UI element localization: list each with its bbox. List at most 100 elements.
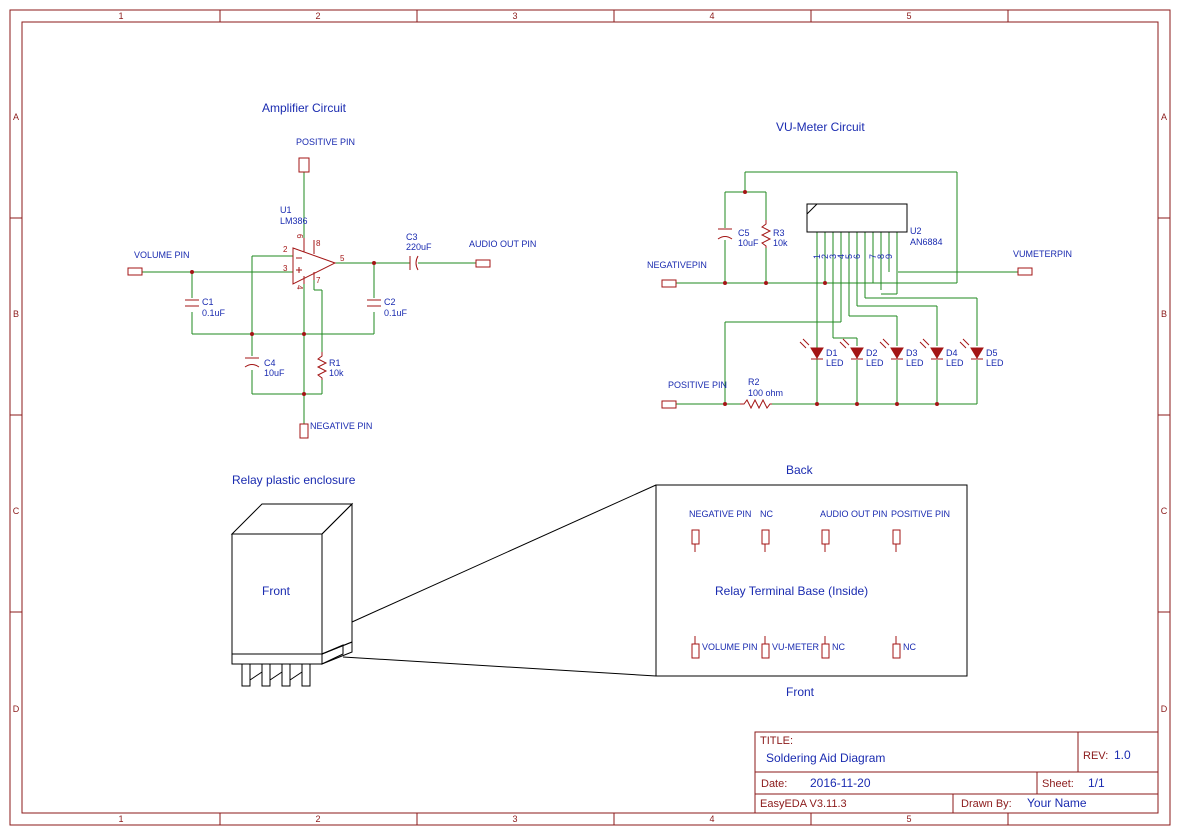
title-label: TITLE: [760,735,793,747]
positive-pin-label: POSITIVE PIN [296,137,355,147]
pin-number: 4 [295,285,304,290]
ic-pin-number: 9 [884,254,894,259]
svg-text:D5: D5 [986,348,998,358]
drawn-by-label: Drawn By: [961,798,1012,810]
top-pin-label: POSITIVE PIN [891,509,950,519]
u1-ref: U1 [280,205,292,215]
negative-pin-connector [661,279,677,288]
c2-ref: C2 [384,297,396,307]
c3-value: 220uF [406,242,432,252]
top-pin-label: NEGATIVE PIN [689,509,751,519]
negative-pin-label: NEGATIVEPIN [647,260,707,270]
row-label: B [1161,309,1167,319]
rev-label: REV: [1083,750,1108,762]
bottom-pin-label: NC [832,642,845,652]
c4-value: 10uF [264,368,285,378]
drawing-frame: 1 2 3 4 5 1 2 3 4 5 A B C D A B C D [9,9,1171,826]
led-d3: D3 LED [879,338,924,368]
front-label: Front [786,685,815,699]
row-label: D [1161,704,1168,714]
svg-text:LED: LED [946,358,964,368]
negative-pin-connector [299,423,309,439]
negative-pin-label: NEGATIVE PIN [310,421,372,431]
col-label: 5 [906,11,911,21]
date-label: Date: [761,778,787,790]
ic-pin-number: 7 [868,254,878,259]
date-value: 2016-11-20 [810,776,871,790]
back-label: Back [786,463,814,477]
top-pin-label: AUDIO OUT PIN [820,509,887,519]
svg-text:D1: D1 [826,348,838,358]
col-label: 4 [709,814,714,824]
row-label: D [13,704,20,714]
vumeter-pin-label: VUMETERPIN [1013,249,1072,259]
pin-number: 6 [295,234,304,239]
r3-ref: R3 [773,228,785,238]
audio-out-pin-label: AUDIO OUT PIN [469,239,536,249]
ic-pin-number: 5 [844,254,854,259]
svg-text:D2: D2 [866,348,878,358]
svg-text:LED: LED [906,358,924,368]
c1-value: 0.1uF [202,308,226,318]
vumeter-pin-connector [1017,267,1033,276]
led-d2: D2 LED [839,338,884,368]
title-value: Soldering Aid Diagram [766,751,885,765]
bottom-pin-label: NC [903,642,916,652]
positive-pin-connector [661,400,677,409]
c2-value: 0.1uF [384,308,408,318]
r1-value: 10k [329,368,344,378]
drawn-by-value: Your Name [1027,796,1087,810]
c4-ref: C4 [264,358,276,368]
sheet-label: Sheet: [1042,778,1074,790]
pin-number: 8 [316,239,321,248]
col-label: 3 [512,814,517,824]
svg-text:LED: LED [826,358,844,368]
title-block: TITLE: Soldering Aid Diagram REV: 1.0 Da… [754,731,1159,814]
bottom-pin-label: VU-METER [772,642,820,652]
col-label: 3 [512,11,517,21]
front-face-label: Front [262,584,291,598]
tool-version: EasyEDA V3.11.3 [760,798,847,810]
ic-pin-number: 4 [836,254,846,259]
r2-ref: R2 [748,377,760,387]
r2-value: 100 ohm [748,388,783,398]
terminal-base-panel [655,484,968,677]
audio-out-pin-connector [475,259,491,268]
pin-number: 3 [283,264,288,273]
c5-ref: C5 [738,228,750,238]
ic-pin-number: 6 [852,254,862,259]
row-label: C [13,506,20,516]
col-label: 2 [315,11,320,21]
row-label: A [1161,112,1167,122]
row-label: C [1161,506,1168,516]
amplifier-circuit: Amplifier Circuit [127,101,536,439]
row-label: A [13,112,19,122]
ic-pin-number: 2 [820,254,830,259]
row-label: B [13,309,19,319]
svg-text:D4: D4 [946,348,958,358]
positive-pin-label: POSITIVE PIN [668,380,727,390]
top-pin-label: NC [760,509,773,519]
terminal-base-label: Relay Terminal Base (Inside) [715,584,868,598]
col-label: 1 [118,11,123,21]
rev-value: 1.0 [1114,748,1131,762]
svg-text:LED: LED [866,358,884,368]
pin-number: 5 [340,254,345,263]
vumeter-title: VU-Meter Circuit [776,120,865,134]
col-label: 2 [315,814,320,824]
pin-number: 7 [316,276,321,285]
led-d5: D5 LED [959,338,1004,368]
an6884-ic-body [806,203,908,233]
amplifier-title: Amplifier Circuit [262,101,347,115]
volume-pin-label: VOLUME PIN [134,250,190,260]
led-d1: D1 LED [799,338,844,368]
r1-ref: R1 [329,358,341,368]
svg-text:LED: LED [986,358,1004,368]
pin-number: 2 [283,245,288,254]
vumeter-circuit: VU-Meter Circuit [647,120,1072,410]
led-d4: D4 LED [919,338,964,368]
col-label: 5 [906,814,911,824]
enclosure-title: Relay plastic enclosure [232,473,356,487]
c1-ref: C1 [202,297,214,307]
